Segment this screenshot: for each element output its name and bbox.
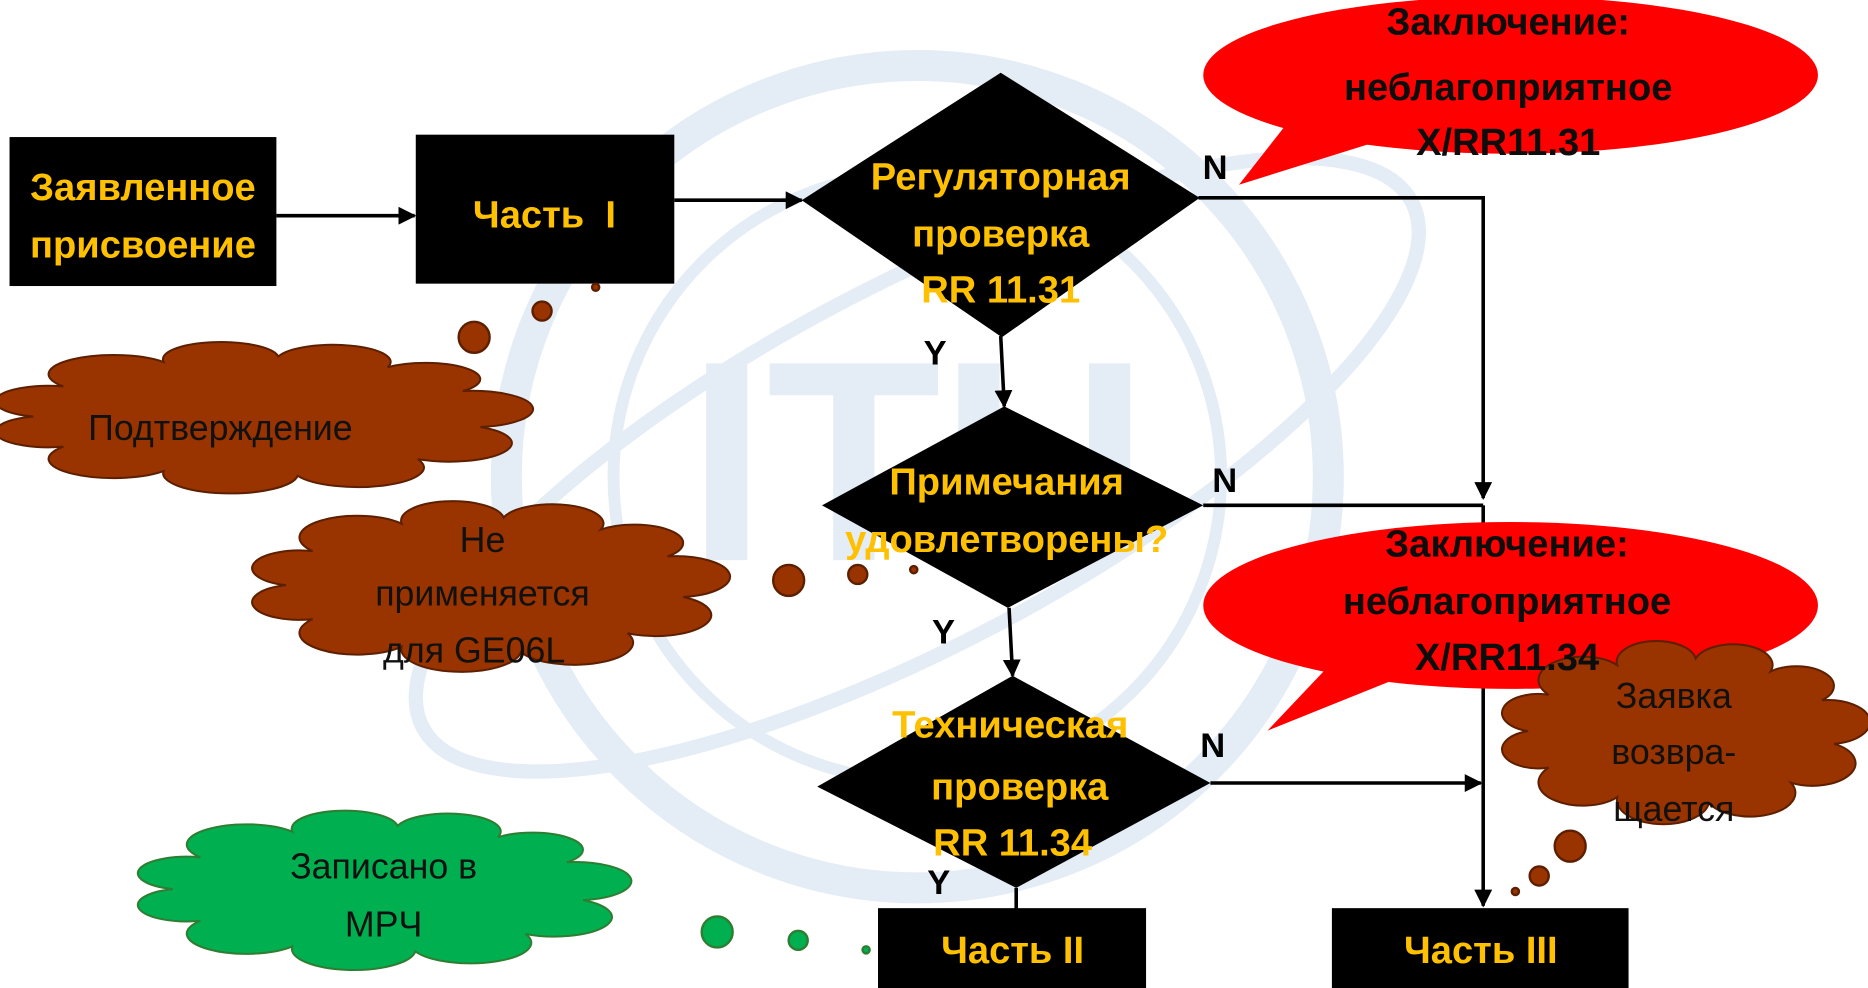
regulatory-check-diamond bbox=[801, 72, 1200, 338]
cloud-returned bbox=[1502, 641, 1868, 897]
regulatory-no-label: N bbox=[1203, 149, 1228, 187]
part-3-box bbox=[1331, 908, 1629, 988]
cloud-returned-dot-small bbox=[1510, 886, 1521, 897]
cloud-not-applicable-dot-medium bbox=[847, 563, 869, 586]
cloud-recorded-dot-large bbox=[700, 915, 734, 949]
conclusion-bubble-rr-11-34-tail bbox=[1267, 662, 1401, 731]
decision-footnotes-check: Примечания удовлетворены? bbox=[822, 406, 1204, 608]
declared-assignment-line-1: Заявленное bbox=[30, 166, 256, 209]
arrow-regulatory-no-branch bbox=[1198, 196, 1493, 500]
cloud-returned-dot-large bbox=[1553, 829, 1587, 863]
cloud-confirmation-dot-small bbox=[590, 282, 601, 292]
cloud-not-applicable-line-1: Не bbox=[460, 520, 506, 560]
declared-assignment-line-2: присвоение bbox=[30, 223, 256, 266]
cloud-not-applicable-line-3: для GE06L bbox=[383, 631, 565, 671]
cloud-recorded-shape bbox=[138, 811, 632, 970]
footnotes-check-line-2: удовлетворены? bbox=[845, 518, 1168, 561]
node-part-2: Часть II bbox=[878, 908, 1147, 988]
declared-assignment-box bbox=[9, 137, 277, 287]
cloud-returned-line-2: возвра- bbox=[1611, 732, 1736, 772]
conclusion-rr-11-31-line-1: Заключение: bbox=[1386, 1, 1630, 44]
regulatory-yes-label: Y bbox=[924, 335, 947, 373]
cloud-not-applicable-dot-large bbox=[771, 563, 806, 598]
part-1-label: Часть I bbox=[473, 194, 616, 237]
conclusion-rr-11-34-line-3: X/RR11.34 bbox=[1415, 636, 1599, 679]
technical-yes-label: Y bbox=[927, 864, 950, 902]
cloud-recorded-line-2: МРЧ bbox=[345, 905, 422, 945]
technical-check-line-1: Техническая bbox=[892, 704, 1128, 747]
conclusion-rr-11-34-text: Заключение: неблагоприятное X/RR11.34 bbox=[1343, 523, 1671, 679]
cloud-confirmation-dot-medium bbox=[531, 300, 553, 322]
conclusion-rr-11-34-line-2: неблагоприятное bbox=[1343, 580, 1671, 623]
technical-no-label: N bbox=[1200, 727, 1225, 765]
regulatory-check-line-2: проверка bbox=[912, 213, 1090, 256]
footnotes-no-label: N bbox=[1212, 462, 1237, 500]
part-2-label: Часть II bbox=[941, 929, 1084, 972]
decision-technical-check: Техническая проверка RR 11.34 bbox=[817, 675, 1211, 888]
cloud-returned-line-3: щается bbox=[1613, 789, 1734, 829]
cloud-not-applicable-line-2: применяется bbox=[375, 573, 590, 613]
cloud-recorded-text: Записано в МРЧ bbox=[290, 846, 477, 944]
footnotes-yes-label: Y bbox=[932, 614, 955, 652]
technical-check-diamond bbox=[817, 675, 1211, 888]
conclusion-bubble-rr-11-31 bbox=[1203, 0, 1818, 185]
cloud-confirmation bbox=[0, 282, 601, 494]
arrow-regulatory-yes-branch bbox=[994, 335, 1013, 409]
cloud-not-applicable-dot-small bbox=[908, 564, 919, 575]
part-2-box bbox=[878, 908, 1147, 988]
footnotes-check-line-1: Примечания bbox=[889, 461, 1124, 504]
conclusion-bubble-rr-11-31-body bbox=[1203, 0, 1818, 154]
cloud-returned-line-1: Заявка bbox=[1616, 676, 1732, 716]
footnotes-check-diamond bbox=[822, 406, 1204, 608]
technical-check-line-2: проверка bbox=[931, 766, 1109, 809]
cloud-recorded-dot-medium bbox=[787, 929, 809, 952]
cloud-returned-text: Заявка возвра- щается bbox=[1611, 676, 1736, 829]
branch-labels: N Y N Y N Y bbox=[924, 149, 1237, 902]
node-part-1: Часть I bbox=[415, 134, 675, 284]
cloud-confirmation-dot-large bbox=[457, 320, 491, 354]
conclusion-rr-11-31-line-3: X/RR11.31 bbox=[1416, 121, 1600, 164]
part-3-label: Часть III bbox=[1404, 929, 1558, 972]
cloud-returned-dot-medium bbox=[1528, 865, 1550, 887]
decision-regulatory-check: Регуляторная проверка RR 11.31 bbox=[801, 72, 1200, 338]
watermark-globe-outer bbox=[490, 50, 1344, 904]
regulatory-check-line-1: Регуляторная bbox=[871, 155, 1131, 198]
node-declared-assignment: Заявленное присвоение bbox=[9, 137, 277, 287]
cloud-recorded bbox=[138, 811, 871, 970]
cloud-confirmation-text: Подтверждение bbox=[88, 408, 352, 448]
cloud-not-applicable-text: Не применяется для GE06L bbox=[375, 520, 590, 671]
conclusion-rr-11-34-line-1: Заключение: bbox=[1385, 523, 1629, 566]
conclusion-rr-11-31-line-2: неблагоприятное bbox=[1344, 66, 1672, 109]
technical-check-line-3: RR 11.34 bbox=[933, 822, 1092, 865]
part-1-box bbox=[415, 134, 675, 284]
watermark-orbit bbox=[408, 150, 1426, 779]
node-part-3: Часть III bbox=[1331, 908, 1629, 988]
cloud-recorded-dot-small bbox=[861, 945, 871, 955]
cloud-not-applicable bbox=[252, 501, 919, 672]
cloud-recorded-line-1: Записано в bbox=[290, 846, 477, 886]
regulatory-check-line-3: RR 11.31 bbox=[921, 269, 1080, 312]
conclusion-rr-11-31-text: Заключение: неблагоприятное X/RR11.31 bbox=[1344, 1, 1672, 164]
arrow-footnotes-yes-branch bbox=[1002, 607, 1021, 678]
